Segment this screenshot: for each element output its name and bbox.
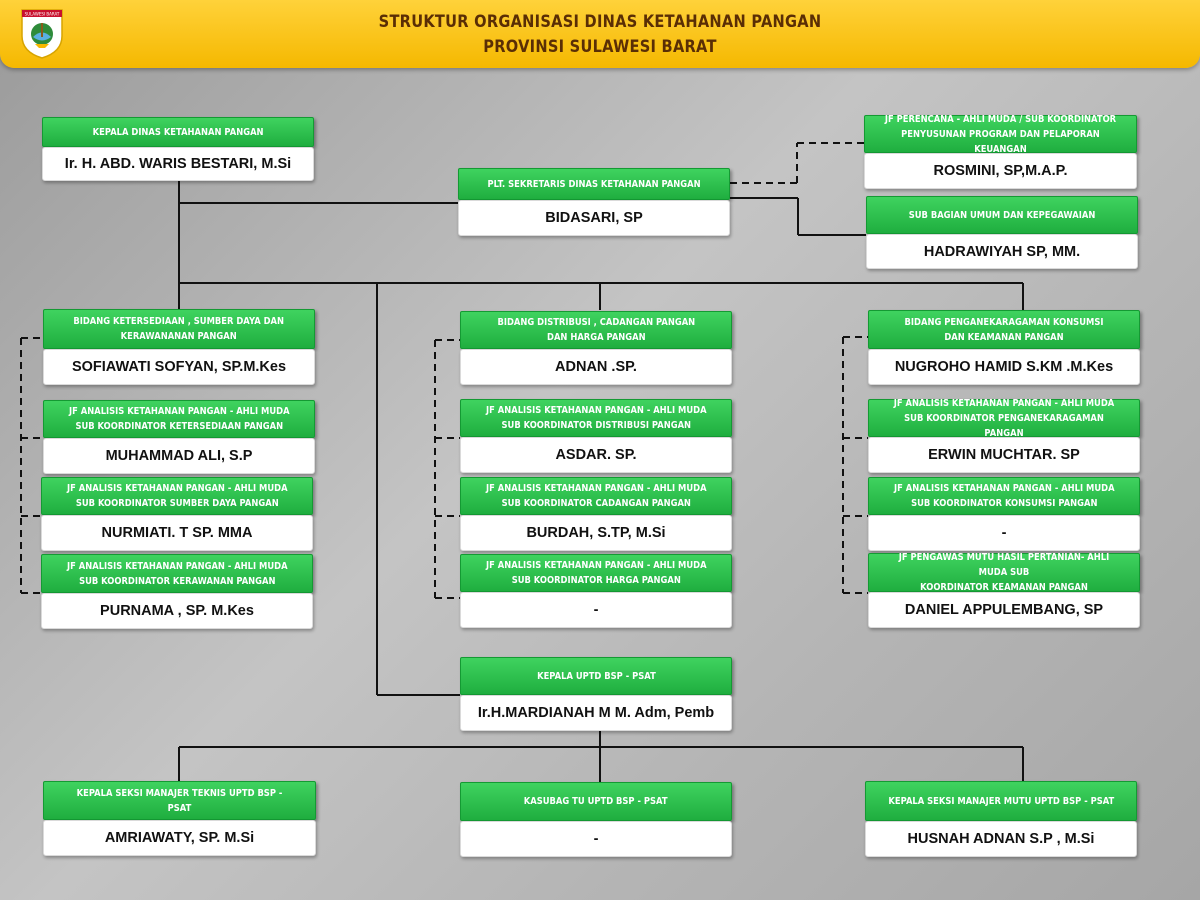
org-box-jf-kerawanan: JF ANALISIS KETAHANAN PANGAN - AHLI MUDA…: [41, 554, 313, 629]
org-box-kepala-dinas: KEPALA DINAS KETAHANAN PANGAN Ir. H. ABD…: [42, 117, 314, 182]
official-name: PURNAMA , SP. M.Kes: [41, 593, 313, 629]
org-box-jf-harga: JF ANALISIS KETAHANAN PANGAN - AHLI MUDA…: [460, 554, 732, 628]
official-name: -: [460, 821, 732, 857]
org-box-bidang-distribusi: BIDANG DISTRIBUSI , CADANGAN PANGAN DAN …: [460, 311, 732, 385]
org-box-sekretaris: PLT. SEKRETARIS DINAS KETAHANAN PANGAN B…: [458, 168, 730, 236]
official-name: -: [460, 592, 732, 628]
header-banner: SULAWESI BARAT STRUKTUR ORGANISASI DINAS…: [0, 0, 1200, 68]
official-name: Ir. H. ABD. WARIS BESTARI, M.Si: [42, 147, 314, 181]
org-box-kepala-uptd: KEPALA UPTD BSP - PSAT Ir.H.MARDIANAH M …: [460, 657, 732, 731]
official-name: ASDAR. SP.: [460, 437, 732, 473]
org-box-jf-konsumsi: JF ANALISIS KETAHANAN PANGAN - AHLI MUDA…: [868, 477, 1140, 551]
official-name: ADNAN .SP.: [460, 349, 732, 385]
position-title: KEPALA SEKSI MANAJER TEKNIS UPTD BSP - P…: [43, 781, 316, 820]
org-box-jf-penganekaragaman: JF ANALISIS KETAHANAN PANGAN - AHLI MUDA…: [868, 398, 1140, 473]
position-title: KASUBAG TU UPTD BSP - PSAT: [460, 782, 732, 821]
position-title: BIDANG PENGANEKARAGAMAN KONSUMSI DAN KEA…: [868, 310, 1140, 349]
official-name: ERWIN MUCHTAR. SP: [868, 437, 1140, 473]
position-title: KEPALA SEKSI MANAJER MUTU UPTD BSP - PSA…: [865, 781, 1137, 821]
official-name: NURMIATI. T SP. MMA: [41, 515, 313, 551]
position-title: JF ANALISIS KETAHANAN PANGAN - AHLI MUDA…: [460, 554, 732, 592]
official-name: ROSMINI, SP,M.A.P.: [864, 153, 1137, 189]
org-box-kasubag-tu: KASUBAG TU UPTD BSP - PSAT -: [460, 782, 732, 857]
position-title: BIDANG KETERSEDIAAN , SUMBER DAYA DAN KE…: [43, 309, 315, 349]
org-box-seksi-manajer-mutu: KEPALA SEKSI MANAJER MUTU UPTD BSP - PSA…: [865, 781, 1137, 857]
position-title: JF PENGAWAS MUTU HASIL PERTANIAN- AHLI M…: [868, 552, 1140, 593]
official-name: BURDAH, S.TP, M.Si: [460, 515, 732, 551]
position-title: JF ANALISIS KETAHANAN PANGAN - AHLI MUDA…: [868, 477, 1140, 515]
official-name: HADRAWIYAH SP, MM.: [866, 234, 1138, 269]
org-box-jf-cadangan: JF ANALISIS KETAHANAN PANGAN - AHLI MUDA…: [460, 477, 732, 551]
position-title: KEPALA UPTD BSP - PSAT: [460, 657, 732, 695]
org-box-umum-kepegawaian: SUB BAGIAN UMUM DAN KEPEGAWAIAN HADRAWIY…: [866, 196, 1138, 269]
official-name: Ir.H.MARDIANAH M M. Adm, Pemb: [460, 695, 732, 731]
page-title: STRUKTUR ORGANISASI DINAS KETAHANAN PANG…: [378, 12, 822, 32]
org-box-jf-keamanan: JF PENGAWAS MUTU HASIL PERTANIAN- AHLI M…: [868, 552, 1140, 628]
position-title: JF ANALISIS KETAHANAN PANGAN - AHLI MUDA…: [460, 477, 732, 515]
official-name: AMRIAWATY, SP. M.Si: [43, 820, 316, 856]
official-name: DANIEL APPULEMBANG, SP: [868, 592, 1140, 628]
official-name: HUSNAH ADNAN S.P , M.Si: [865, 821, 1137, 857]
position-title: JF ANALISIS KETAHANAN PANGAN - AHLI MUDA…: [43, 400, 315, 438]
position-title: JF ANALISIS KETAHANAN PANGAN - AHLI MUDA…: [41, 554, 313, 593]
org-box-jf-sumber-daya: JF ANALISIS KETAHANAN PANGAN - AHLI MUDA…: [41, 477, 313, 551]
position-title: JF ANALISIS KETAHANAN PANGAN - AHLI MUDA…: [41, 477, 313, 515]
org-box-seksi-manajer-teknis: KEPALA SEKSI MANAJER TEKNIS UPTD BSP - P…: [43, 781, 316, 856]
org-box-jf-ketersediaan: JF ANALISIS KETAHANAN PANGAN - AHLI MUDA…: [43, 400, 315, 474]
official-name: MUHAMMAD ALI, S.P: [43, 438, 315, 474]
position-title: BIDANG DISTRIBUSI , CADANGAN PANGAN DAN …: [460, 311, 732, 349]
page-subtitle: PROVINSI SULAWESI BARAT: [483, 37, 717, 57]
position-title: JF ANALISIS KETAHANAN PANGAN - AHLI MUDA…: [868, 398, 1140, 439]
position-title: JF ANALISIS KETAHANAN PANGAN - AHLI MUDA…: [460, 399, 732, 437]
official-name: NUGROHO HAMID S.KM .M.Kes: [868, 349, 1140, 385]
position-title: KEPALA DINAS KETAHANAN PANGAN: [42, 117, 314, 147]
official-name: SOFIAWATI SOFYAN, SP.M.Kes: [43, 349, 315, 385]
org-box-bidang-ketersediaan: BIDANG KETERSEDIAAN , SUMBER DAYA DAN KE…: [43, 309, 315, 385]
svg-text:SULAWESI BARAT: SULAWESI BARAT: [25, 12, 60, 17]
org-box-jf-distribusi: JF ANALISIS KETAHANAN PANGAN - AHLI MUDA…: [460, 399, 732, 473]
province-logo-icon: SULAWESI BARAT: [19, 6, 65, 60]
position-title: SUB BAGIAN UMUM DAN KEPEGAWAIAN: [866, 196, 1138, 234]
org-box-bidang-penganekaragaman: BIDANG PENGANEKARAGAMAN KONSUMSI DAN KEA…: [868, 310, 1140, 385]
position-title: PLT. SEKRETARIS DINAS KETAHANAN PANGAN: [458, 168, 730, 200]
official-name: -: [868, 515, 1140, 551]
org-box-perencana: JF PERENCANA - AHLI MUDA / SUB KOORDINAT…: [864, 114, 1137, 190]
official-name: BIDASARI, SP: [458, 200, 730, 236]
position-title: JF PERENCANA - AHLI MUDA / SUB KOORDINAT…: [864, 114, 1137, 155]
